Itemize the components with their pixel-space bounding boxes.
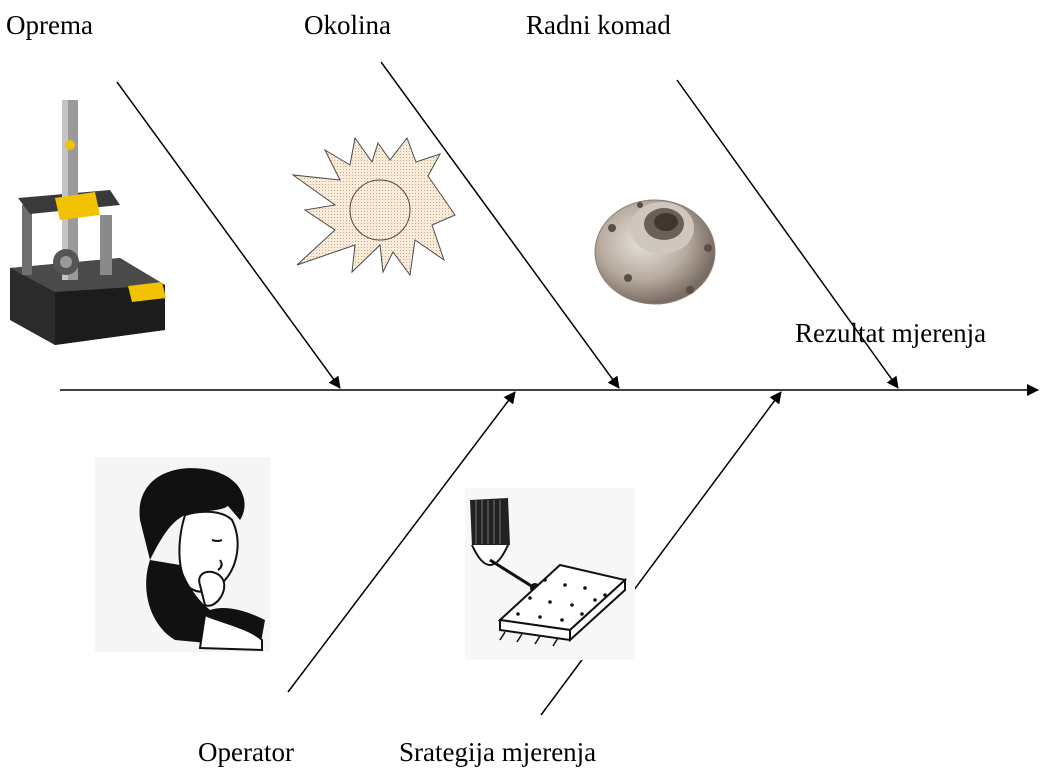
probe-measuring-points-icon: [465, 488, 635, 660]
label-workpiece: Radni komad: [526, 12, 671, 39]
sun-icon: [293, 138, 455, 275]
label-strategy: Srategija mjerenja: [399, 739, 596, 766]
label-operator: Operator: [198, 739, 294, 766]
label-result: Rezultat mjerenja: [795, 320, 986, 347]
label-equipment: Oprema: [6, 12, 93, 39]
bone-equipment: [117, 82, 340, 388]
flange-hub-icon: [595, 200, 715, 304]
cmm-machine-icon: [10, 100, 166, 345]
operator-thinking-man-icon: [95, 457, 270, 652]
label-environment: Okolina: [304, 12, 391, 39]
